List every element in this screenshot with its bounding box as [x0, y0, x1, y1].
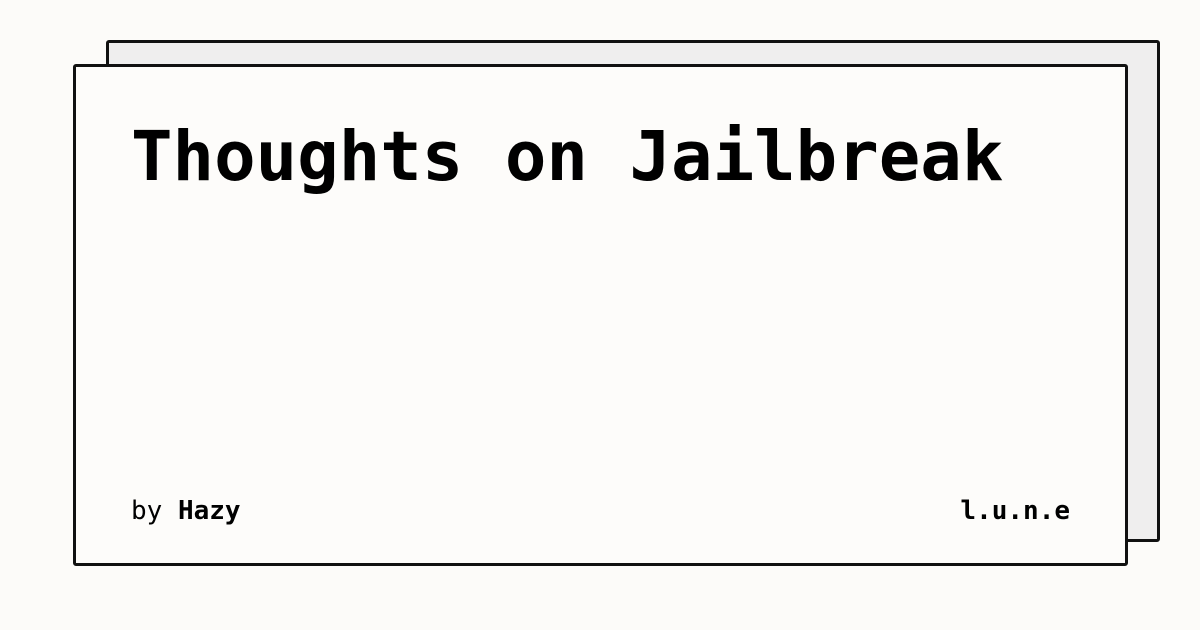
byline-prefix: by — [131, 496, 163, 526]
title-card: Thoughts on Jailbreak by Hazy l.u.n.e — [73, 64, 1128, 566]
author-name: Hazy — [177, 496, 241, 526]
site-brand: l.u.n.e — [960, 496, 1070, 526]
post-title: Thoughts on Jailbreak — [131, 117, 1004, 197]
byline: by Hazy — [131, 495, 241, 527]
